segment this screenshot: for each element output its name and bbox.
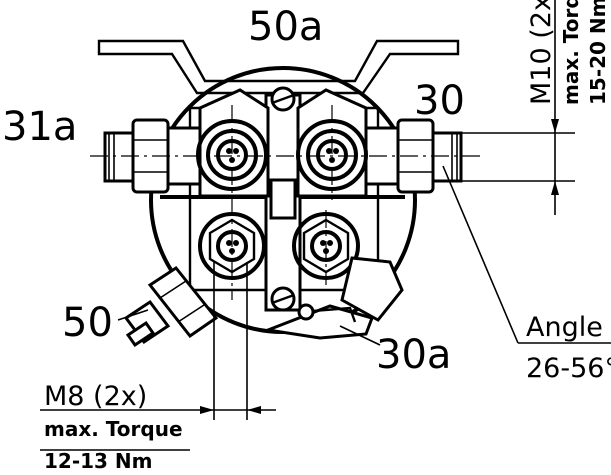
label-leaders <box>117 309 381 346</box>
stud-50 <box>123 265 219 348</box>
terminal-label-30a: 30a <box>376 332 451 378</box>
lug-30a <box>262 256 404 340</box>
m10-torque-label: max. Torque <box>559 0 583 105</box>
terminal-label-30: 30 <box>414 78 465 124</box>
angle-label: Angle <box>526 312 603 343</box>
m10-torque-value: 15-20 Nm <box>586 0 610 105</box>
m8-thread-label: M8 (2x) <box>44 381 147 412</box>
center-lines <box>90 105 485 300</box>
terminal-label-50: 50 <box>62 300 113 346</box>
stud-31a <box>103 118 206 194</box>
terminal-label-31a: 31a <box>2 104 77 150</box>
terminal-block-upper-left <box>196 88 270 198</box>
dimension-m10 <box>446 0 575 215</box>
dimension-m8 <box>40 262 276 451</box>
m8-torque-label: max. Torque <box>44 417 183 441</box>
m10-spec-rotated: M10 (2x) max. Torque 15-20 Nm <box>526 0 610 105</box>
terminal-label-50a: 50a <box>248 4 323 50</box>
bottom-screw <box>270 286 296 312</box>
mounting-bracket <box>97 39 460 95</box>
top-screw <box>270 86 296 112</box>
m10-thread-label: M10 (2x) <box>526 0 557 105</box>
m8-torque-value: 12-13 Nm <box>44 449 153 473</box>
angle-value: 26-56° <box>526 353 611 384</box>
angle-leader <box>442 165 611 344</box>
